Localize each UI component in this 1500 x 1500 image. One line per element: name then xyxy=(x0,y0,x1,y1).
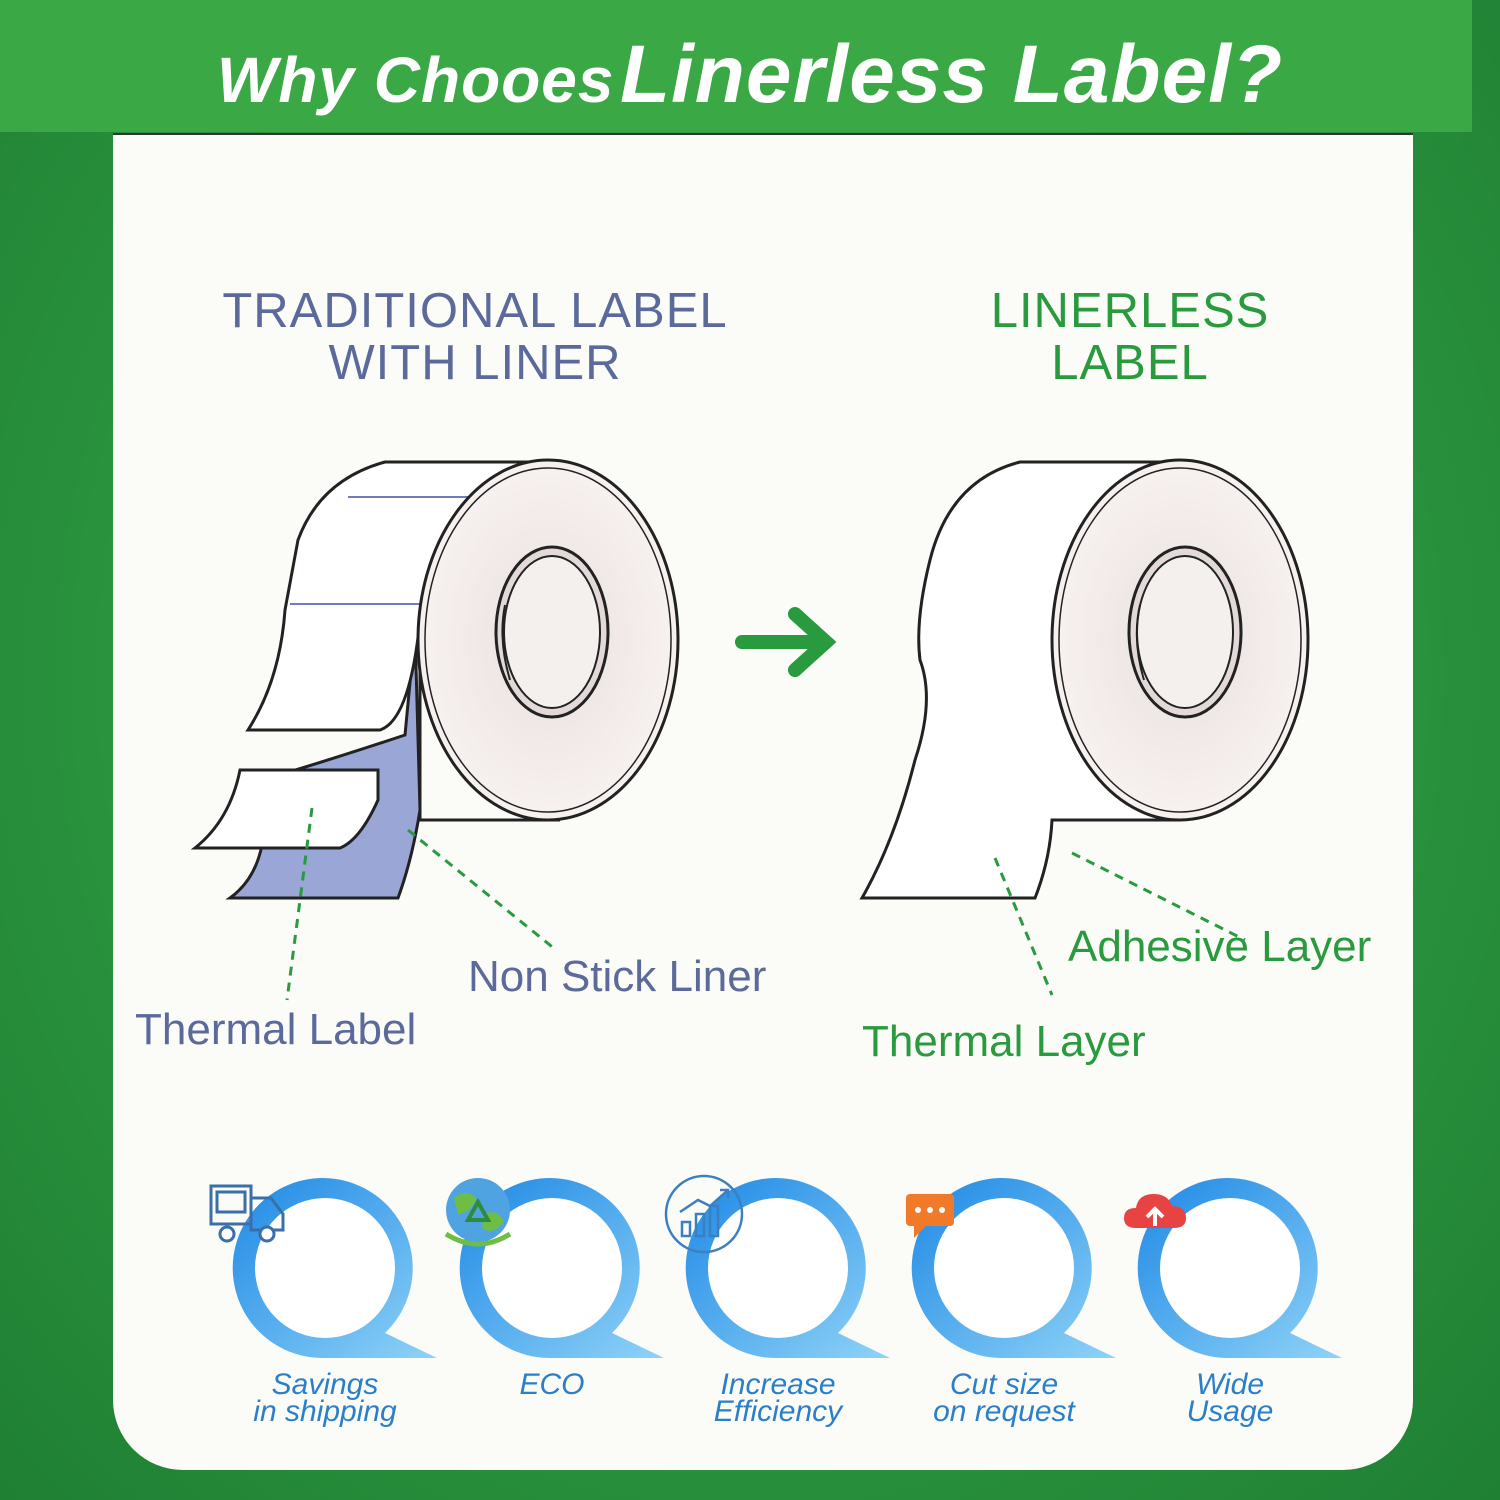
feature-savings: Savings in shipping xyxy=(205,1168,445,1453)
feature-label: Increase Efficiency xyxy=(713,1368,843,1428)
ring-icon xyxy=(459,1178,664,1359)
feature-label: ECO xyxy=(519,1368,585,1401)
bar-chart-icon xyxy=(664,1174,744,1254)
feature-wide-usage: Wide Usage xyxy=(1110,1168,1350,1453)
thermal-layer-callout: Thermal Layer xyxy=(862,1017,1146,1066)
linerless-roll xyxy=(859,458,1310,900)
ring-icon xyxy=(1137,1178,1342,1359)
thermal-label-callout: Thermal Label xyxy=(135,1005,417,1054)
feature-label: Savings in shipping xyxy=(253,1368,397,1428)
truck-icon xyxy=(209,1184,285,1243)
traditional-roll xyxy=(190,458,680,900)
chat-bubble-icon xyxy=(906,1194,954,1238)
feature-cut-size: Cut size on request xyxy=(884,1168,1124,1453)
ring-icon xyxy=(911,1178,1116,1359)
non-stick-liner-callout: Non Stick Liner xyxy=(468,952,767,1001)
recycle-globe-icon xyxy=(444,1178,512,1247)
title-part-2: Linerless Label? xyxy=(619,29,1284,120)
adhesive-layer-callout: Adhesive Layer xyxy=(1068,922,1372,971)
feature-eco: ECO xyxy=(432,1168,672,1453)
thermal-label-flap xyxy=(190,768,380,850)
ring-icon xyxy=(685,1178,890,1359)
arrow-right-icon xyxy=(735,607,837,677)
feature-label: Cut size on request xyxy=(933,1368,1075,1428)
traditional-heading: TRADITIONAL LABEL WITH LINER xyxy=(222,284,728,390)
feature-label: Wide Usage xyxy=(1186,1368,1274,1428)
feature-efficiency: Increase Efficiency xyxy=(658,1168,898,1453)
title-part-1: Why Chooes xyxy=(216,44,615,116)
header-band xyxy=(0,0,1472,132)
cloud-upload-icon xyxy=(1124,1194,1186,1228)
linerless-heading: LINERLESS LABEL xyxy=(990,284,1270,390)
page-title: Why Chooes Linerless Label? xyxy=(0,28,1500,122)
